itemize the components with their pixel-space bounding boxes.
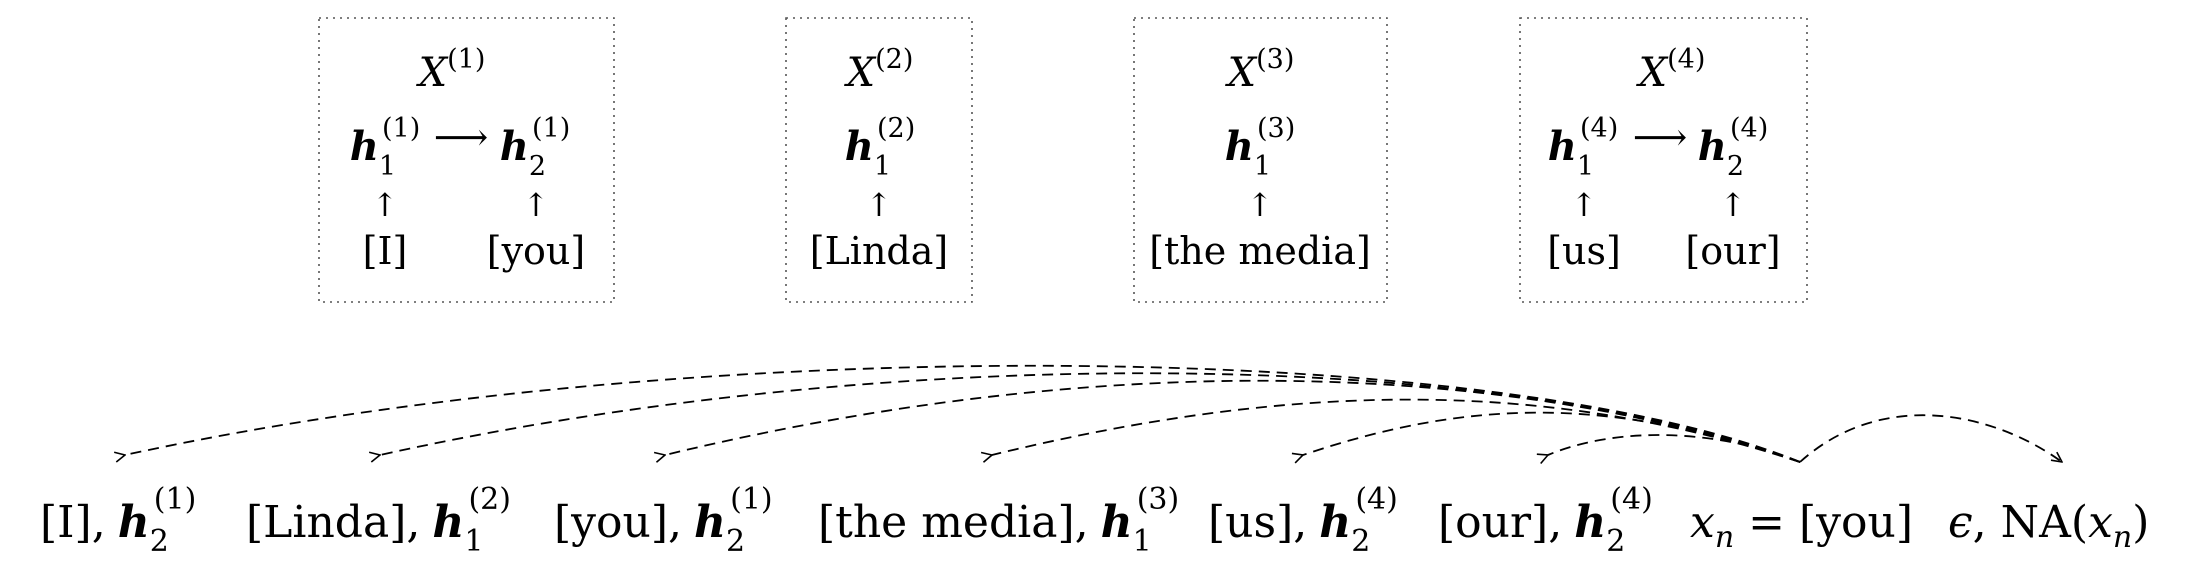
cluster-1: X(1) h1(1) ⟶ h2(1) ↑ ↑ [I] [you] <box>318 17 615 303</box>
candidate-6: [our],h2(4) <box>1438 482 1653 559</box>
cluster-1-mention-2: [you] <box>487 229 585 273</box>
cluster-4-box <box>1519 17 1808 303</box>
cluster-1-box <box>318 17 615 303</box>
candidate-1: [I],h2(1) <box>40 482 196 559</box>
cluster-4-mention-2: [our] <box>1685 229 1780 273</box>
cluster-4-entity-2: h2(4) <box>1698 113 1769 182</box>
cluster-1-title: X(1) <box>416 44 486 96</box>
candidate-2: [Linda],h1(2) <box>246 482 511 559</box>
cluster-1-entity-2: h2(1) <box>500 113 571 182</box>
arc-to-candidate-6 <box>1548 434 1801 462</box>
cluster-3-box <box>1133 17 1388 303</box>
cluster-1-entity-1: h1(1) <box>350 113 421 182</box>
cluster-4-up-arrow-2: ↑ <box>1720 186 1747 224</box>
cluster-2-entity-1: h1(2) <box>845 113 916 182</box>
null-option: ϵ, NA(xn) <box>1948 497 2149 555</box>
cluster-4-entity-1: h1(4) <box>1548 113 1619 182</box>
candidate-4: [the media],h1(3) <box>818 482 1179 559</box>
arc-to-candidate-5 <box>1303 411 1801 462</box>
cluster-4: X(4) h1(4) ⟶ h2(4) ↑ ↑ [us] [our] <box>1519 17 1808 303</box>
query-mention: xn = [you] <box>1690 497 1913 555</box>
arc-to-candidate-1 <box>125 364 1801 463</box>
cluster-3-mention-1: [the media] <box>1149 229 1371 273</box>
cluster-4-up-arrow-1: ↑ <box>1571 186 1598 224</box>
cluster-2-box <box>785 17 973 303</box>
cluster-4-mention-1: [us] <box>1547 229 1621 273</box>
cluster-2-mention-1: [Linda] <box>810 229 949 273</box>
candidate-3: [you],h2(1) <box>554 482 773 559</box>
arc-to-candidate-4 <box>992 398 1801 463</box>
cluster-2-title: X(2) <box>844 44 914 96</box>
candidate-5: [us],h2(4) <box>1208 482 1398 559</box>
cluster-2-up-arrow-1: ↑ <box>866 186 893 224</box>
cluster-3-up-arrow-1: ↑ <box>1247 186 1274 224</box>
cluster-3-entity-1: h1(3) <box>1225 113 1296 182</box>
candidate-row: [I],h2(1) [Linda],h1(2) [you],h2(1) [the… <box>40 482 2149 559</box>
cluster-1-mention-1: [I] <box>363 229 408 273</box>
cluster-4-title: X(4) <box>1636 44 1706 96</box>
arc-to-null-option <box>1799 414 2062 462</box>
cluster-3-title: X(3) <box>1225 44 1295 96</box>
cluster-1-up-arrow-2: ↑ <box>523 186 550 224</box>
arc-to-candidate-2 <box>380 372 1801 463</box>
cluster-3: X(3) h1(3) ↑ [the media] <box>1133 17 1388 303</box>
antecedent-arcs <box>125 364 2062 463</box>
cluster-1-relation-arrow: ⟶ <box>434 115 488 159</box>
cluster-1-up-arrow-1: ↑ <box>372 186 399 224</box>
cluster-4-relation-arrow: ⟶ <box>1633 115 1687 159</box>
cluster-2: X(2) h1(2) ↑ [Linda] <box>785 17 973 303</box>
arc-to-candidate-3 <box>665 379 1801 463</box>
